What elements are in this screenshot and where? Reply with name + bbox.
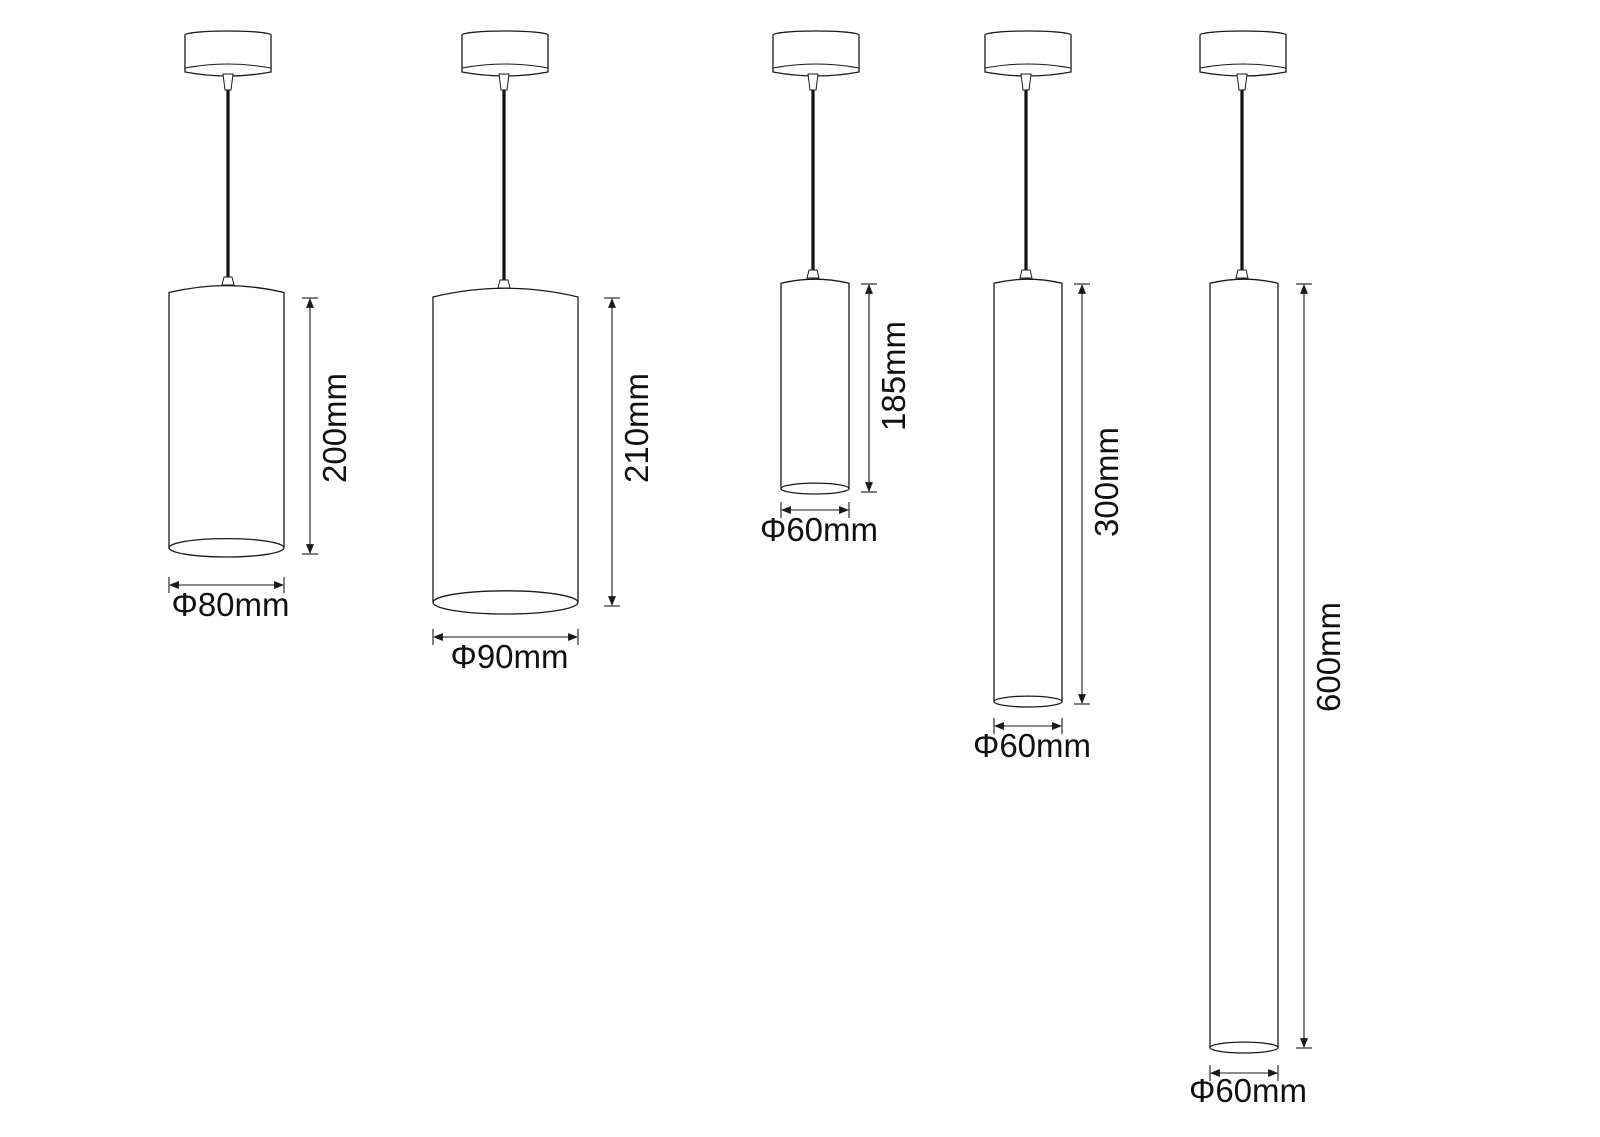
lamp-shade-body: [993, 278, 1063, 703]
cord-grommet: [806, 269, 820, 279]
canopy-rim: [1199, 63, 1287, 69]
lamp-shade-opening: [780, 482, 850, 495]
height-dimension-label: 300mm: [1088, 427, 1125, 537]
lamp-shade-opening: [168, 537, 285, 558]
lamp-shade-opening: [993, 695, 1063, 708]
canopy-body: [184, 35, 272, 77]
diameter-dimension-label: Φ60mm: [973, 727, 1091, 764]
height-dimension-label: 210mm: [618, 373, 655, 483]
lamp-shade-opening: [432, 590, 579, 615]
canopy-body: [461, 35, 549, 77]
height-dimension-label: 185mm: [875, 321, 912, 431]
lamp-shade-body: [432, 287, 579, 604]
canopy-rim: [184, 63, 272, 69]
diameter-dimension-label: Φ90mm: [450, 638, 568, 675]
diameter-dimension-label: Φ80mm: [171, 586, 289, 623]
canopy-body: [772, 35, 860, 77]
cord-gland: [498, 73, 510, 91]
cord-grommet: [1019, 269, 1033, 279]
cord-gland: [1236, 73, 1248, 91]
lamp-shade-opening: [1209, 1041, 1279, 1054]
cord-gland: [807, 73, 819, 91]
canopy-rim: [772, 63, 860, 69]
height-dimension-label: 200mm: [316, 373, 353, 483]
cord-grommet: [497, 279, 511, 289]
lamp-shade-body: [168, 285, 285, 549]
cord-gland: [222, 73, 234, 91]
diameter-dimension-label: Φ60mm: [760, 511, 878, 548]
height-dimension-label: 600mm: [1310, 602, 1347, 712]
cord-grommet: [1235, 269, 1249, 279]
canopy-rim: [461, 63, 549, 69]
diameter-dimension-label: Φ60mm: [1189, 1072, 1307, 1109]
cord-grommet: [221, 276, 235, 286]
canopy-body: [1199, 35, 1287, 77]
lamp-shade-body: [1209, 278, 1279, 1049]
cord-gland: [1020, 73, 1032, 91]
canopy-body: [984, 35, 1072, 77]
lamp-shade-body: [780, 278, 850, 490]
canopy-rim: [984, 63, 1072, 69]
